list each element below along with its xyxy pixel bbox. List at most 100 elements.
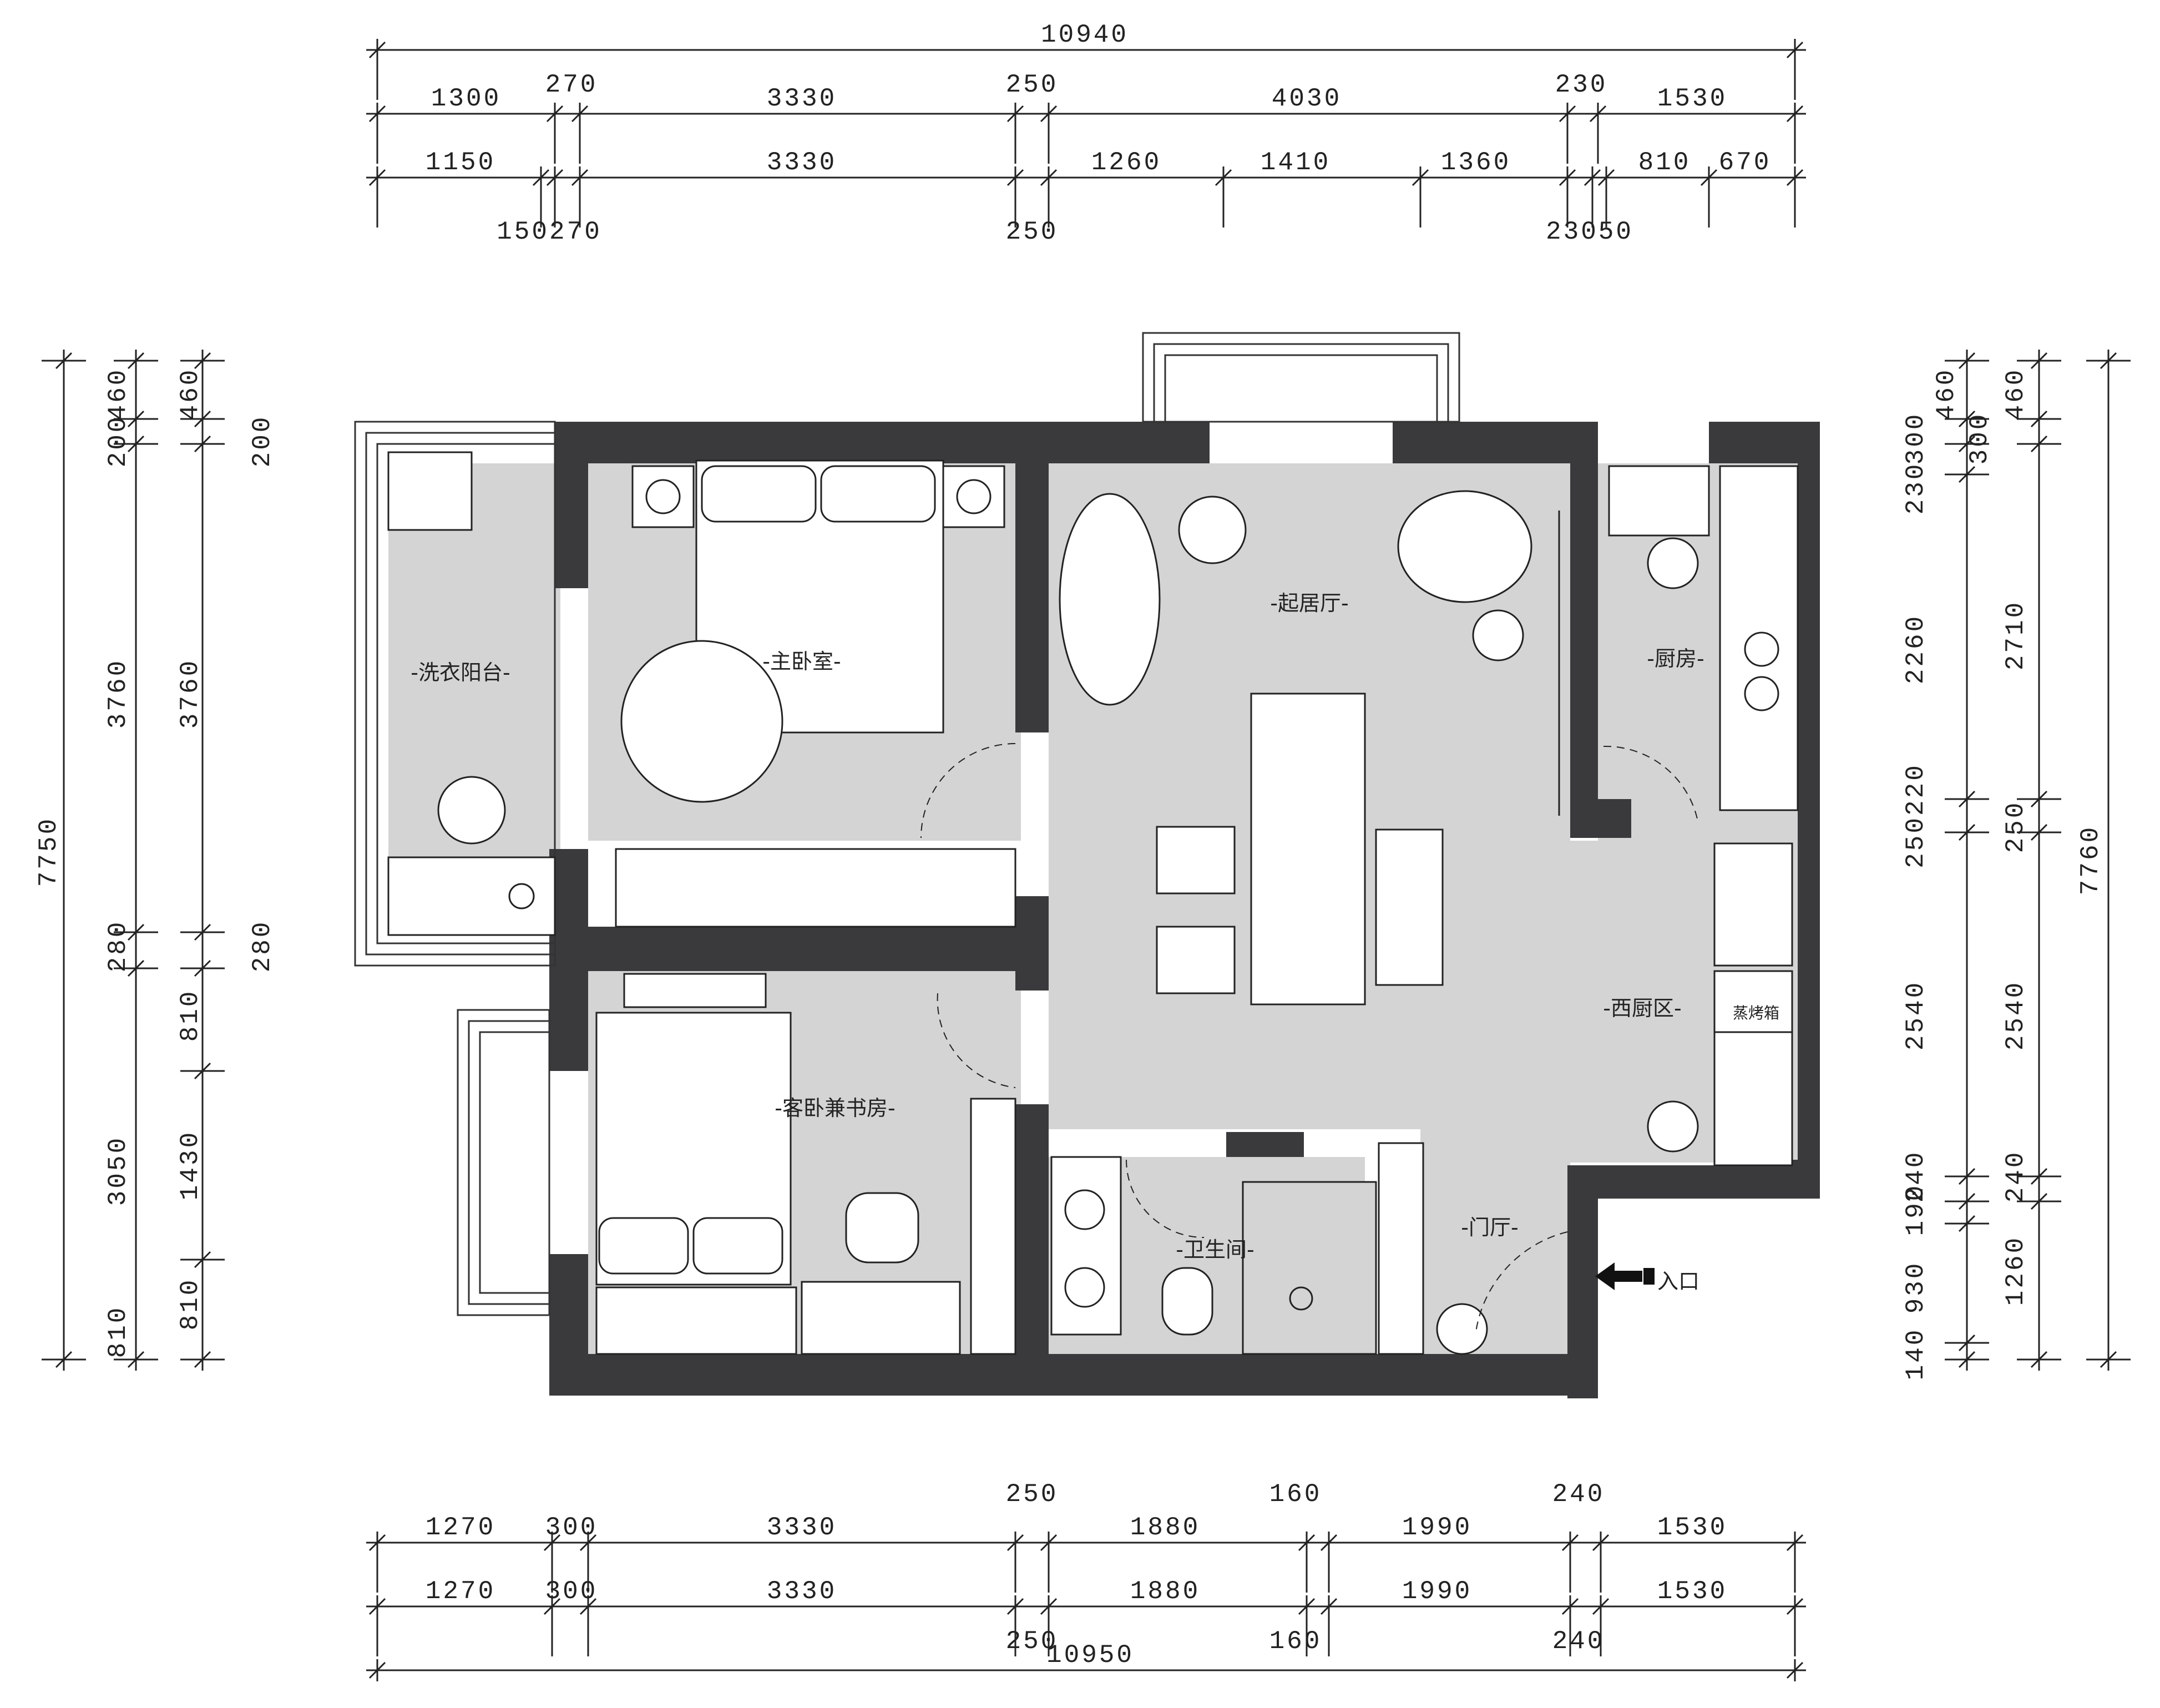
round-stool: [437, 776, 506, 845]
dim-left-o-4: 3050: [104, 1136, 133, 1206]
wall-kitchen-stub: [1570, 799, 1631, 838]
dim-bot-r3s-1: 160: [1269, 1627, 1322, 1656]
dim-right-o-2: 230: [1901, 462, 1930, 515]
label-foyer: -门厅-: [1461, 1215, 1518, 1240]
burner-2-icon: [1744, 676, 1779, 711]
bay-window-inner: [1164, 354, 1438, 423]
label-laundry-balcony: -洗衣阳台-: [411, 660, 510, 685]
dimension-lines: [42, 39, 2131, 1681]
dim-left-total: 7750: [34, 817, 63, 887]
round-rug: [620, 640, 783, 803]
dim-left-o-2: 3760: [104, 659, 133, 729]
label-living-room: -起居厅-: [1270, 591, 1348, 615]
wall-guest-bath: [1015, 1104, 1049, 1396]
burner-1-icon: [1744, 631, 1779, 667]
shower-head-icon: [1289, 1286, 1313, 1311]
entrance-arrow-tail: [1643, 1268, 1655, 1285]
dim-bot-r1s-0: 250: [1006, 1480, 1059, 1509]
door-kitchen: [1603, 745, 1698, 822]
dim-right-o-0: 300: [1901, 412, 1930, 465]
nightstand-left: [631, 465, 695, 528]
dim-right-i-3: 250: [2001, 801, 2030, 853]
balcony-outlines: [354, 332, 1460, 1316]
wall-kitchen-living: [1570, 463, 1598, 835]
dim-right-o-3: 2260: [1901, 614, 1930, 684]
dim-left-o-1: 460: [104, 368, 133, 421]
washing-machine: [387, 451, 473, 531]
bar-stool: [1647, 1100, 1699, 1153]
wall-top-mid: [1021, 422, 1210, 463]
shoe-cabinet: [1378, 1142, 1424, 1355]
dim-right-i-1: 300: [1965, 412, 1994, 465]
wall-top-left: [555, 422, 1038, 463]
lamp-right-icon: [956, 479, 992, 514]
cook-figure: [1647, 537, 1699, 589]
steam-oven-cabinet: [1713, 970, 1793, 1033]
bay-window-outer: [1142, 332, 1460, 423]
dim-top-r2-5: 810: [1638, 148, 1691, 177]
dim-left-i-0: 460: [176, 368, 205, 421]
dim-bot-r2-2: 3330: [767, 1577, 837, 1606]
dim-left-i-5: 1430: [176, 1130, 205, 1200]
dim-bot-r1s-2: 240: [1552, 1480, 1605, 1509]
dim-left-o-5: 810: [104, 1306, 133, 1358]
label-guest-study: -客卧兼书房-: [775, 1096, 895, 1120]
guest-pillow-left: [598, 1217, 689, 1275]
dim-right-o-9: 140: [1901, 1328, 1930, 1381]
wall-bed-living-upper: [1015, 422, 1049, 732]
dim-right-i-4: 2540: [2001, 981, 2030, 1050]
wall-right-step: [1567, 1165, 1820, 1199]
chair-2: [1156, 926, 1236, 994]
basin-2-icon: [1064, 1267, 1105, 1308]
guest-balcony-inner: [479, 1031, 550, 1294]
door-bath: [1126, 1159, 1205, 1238]
dim-top-r2-3: 1410: [1261, 148, 1331, 177]
dims-top: 10940 1300 270 3330 250 4030 230 1530 11…: [426, 21, 1769, 246]
dim-bot-total: 10950: [1046, 1641, 1134, 1670]
floor-drain-icon: [508, 883, 535, 909]
walls: [549, 422, 1820, 1398]
dim-right-i-5: 240: [2001, 1150, 2030, 1203]
dim-top-r1-6: 1530: [1657, 84, 1727, 113]
wall-right-outer: [1798, 422, 1820, 810]
nightstand-right: [942, 465, 1005, 528]
dim-bot-r1-1: 300: [545, 1513, 598, 1542]
guest-balcony-outer: [457, 1009, 550, 1316]
dims-bottom: 250 160 240 1270 300 3330 1880 1990 1530…: [426, 1480, 1727, 1670]
guest-balcony-mid: [468, 1020, 550, 1305]
chair-1: [1156, 826, 1236, 895]
dim-top-r2-1: 3330: [767, 148, 837, 177]
desk: [801, 1281, 961, 1355]
wall-bottom: [549, 1354, 1598, 1396]
dim-top-r1-4: 4030: [1272, 84, 1342, 113]
dim-bot-r2-5: 1530: [1657, 1577, 1727, 1606]
dim-bot-r1-0: 1270: [426, 1513, 495, 1542]
bench: [1375, 828, 1444, 986]
sink-counter: [1608, 465, 1710, 537]
dims-left: 7750 200 460 3760 280 3050 810 460 200 3…: [34, 368, 277, 1358]
dim-top-r2-0: 1150: [426, 148, 495, 177]
dim-bot-r1-3: 1880: [1130, 1513, 1200, 1542]
dim-top-total: 10940: [1041, 21, 1129, 49]
entrance-marker: [1595, 1262, 1655, 1290]
dim-left-o-0: 200: [104, 415, 133, 468]
door-swings: [920, 743, 1698, 1332]
wall-top-right: [1393, 422, 1598, 463]
dim-bot-r3s-2: 240: [1552, 1627, 1605, 1656]
label-master-bedroom: -主卧室-: [762, 649, 841, 674]
dim-right-i-6: 1260: [2001, 1236, 2030, 1306]
door-guest: [937, 993, 1016, 1088]
door-entrance: [1475, 1231, 1568, 1332]
dim-top-r2-4: 1360: [1441, 148, 1511, 177]
dim-left-i-3: 280: [248, 920, 277, 973]
label-western-kitchen: -西厨区-: [1603, 996, 1681, 1020]
label-entrance: 入口: [1657, 1269, 1699, 1293]
dim-left-o-3: 280: [104, 920, 133, 973]
dim-left-i-6: 810: [176, 1278, 205, 1331]
dim-right-o-7: 190: [1901, 1184, 1930, 1236]
dim-right-o-8: 930: [1901, 1261, 1930, 1314]
foyer-stool: [1436, 1303, 1488, 1355]
dims-right: 7760 300 460 230 2260 250220 2540 240 19…: [1901, 368, 2105, 1381]
